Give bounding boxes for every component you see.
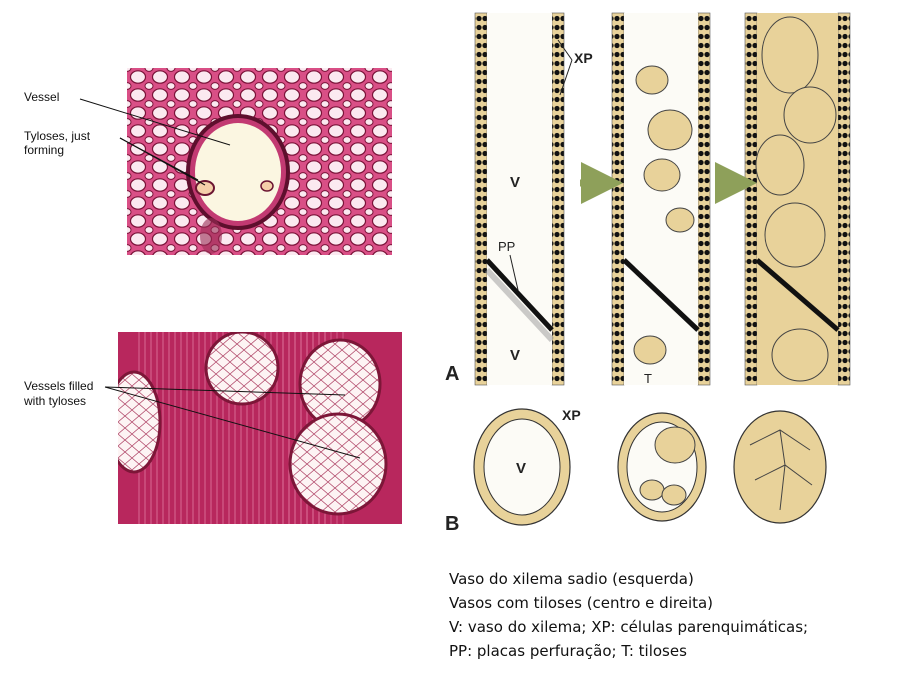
label-v-cross: V xyxy=(516,460,526,477)
caption-line-3: V: vaso do xilema; XP: células parenquim… xyxy=(449,615,808,639)
caption-line-4: PP: placas perfuração; T: tiloses xyxy=(449,639,687,663)
label-pp: PP xyxy=(498,239,515,254)
vessel-tyloses-filled xyxy=(745,13,850,385)
label-t: T xyxy=(644,371,652,386)
caption-line-1: Vaso do xilema sadio (esquerda) xyxy=(449,567,694,591)
vessel-tylose-drawing: XP V PP V T A XP V B xyxy=(440,5,860,545)
vessel-healthy xyxy=(475,13,564,385)
label-v-bottom: V xyxy=(510,347,520,364)
label-vessels-filled-line1: Vessels filled xyxy=(24,379,93,393)
cross-section-tyloses-filled xyxy=(734,411,826,523)
label-vessels-filled-line2: with tyloses xyxy=(24,394,86,408)
panel-label-b: B xyxy=(445,513,459,535)
panel-label-a: A xyxy=(445,363,459,385)
label-xp-b: XP xyxy=(562,407,581,423)
label-v-top: V xyxy=(510,174,520,191)
cross-section-tyloses-forming xyxy=(618,413,706,521)
vessel-tyloses-forming xyxy=(612,13,710,385)
caption-line-2: Vasos com tiloses (centro e direita) xyxy=(449,591,713,615)
label-xp-a: XP xyxy=(574,50,593,66)
